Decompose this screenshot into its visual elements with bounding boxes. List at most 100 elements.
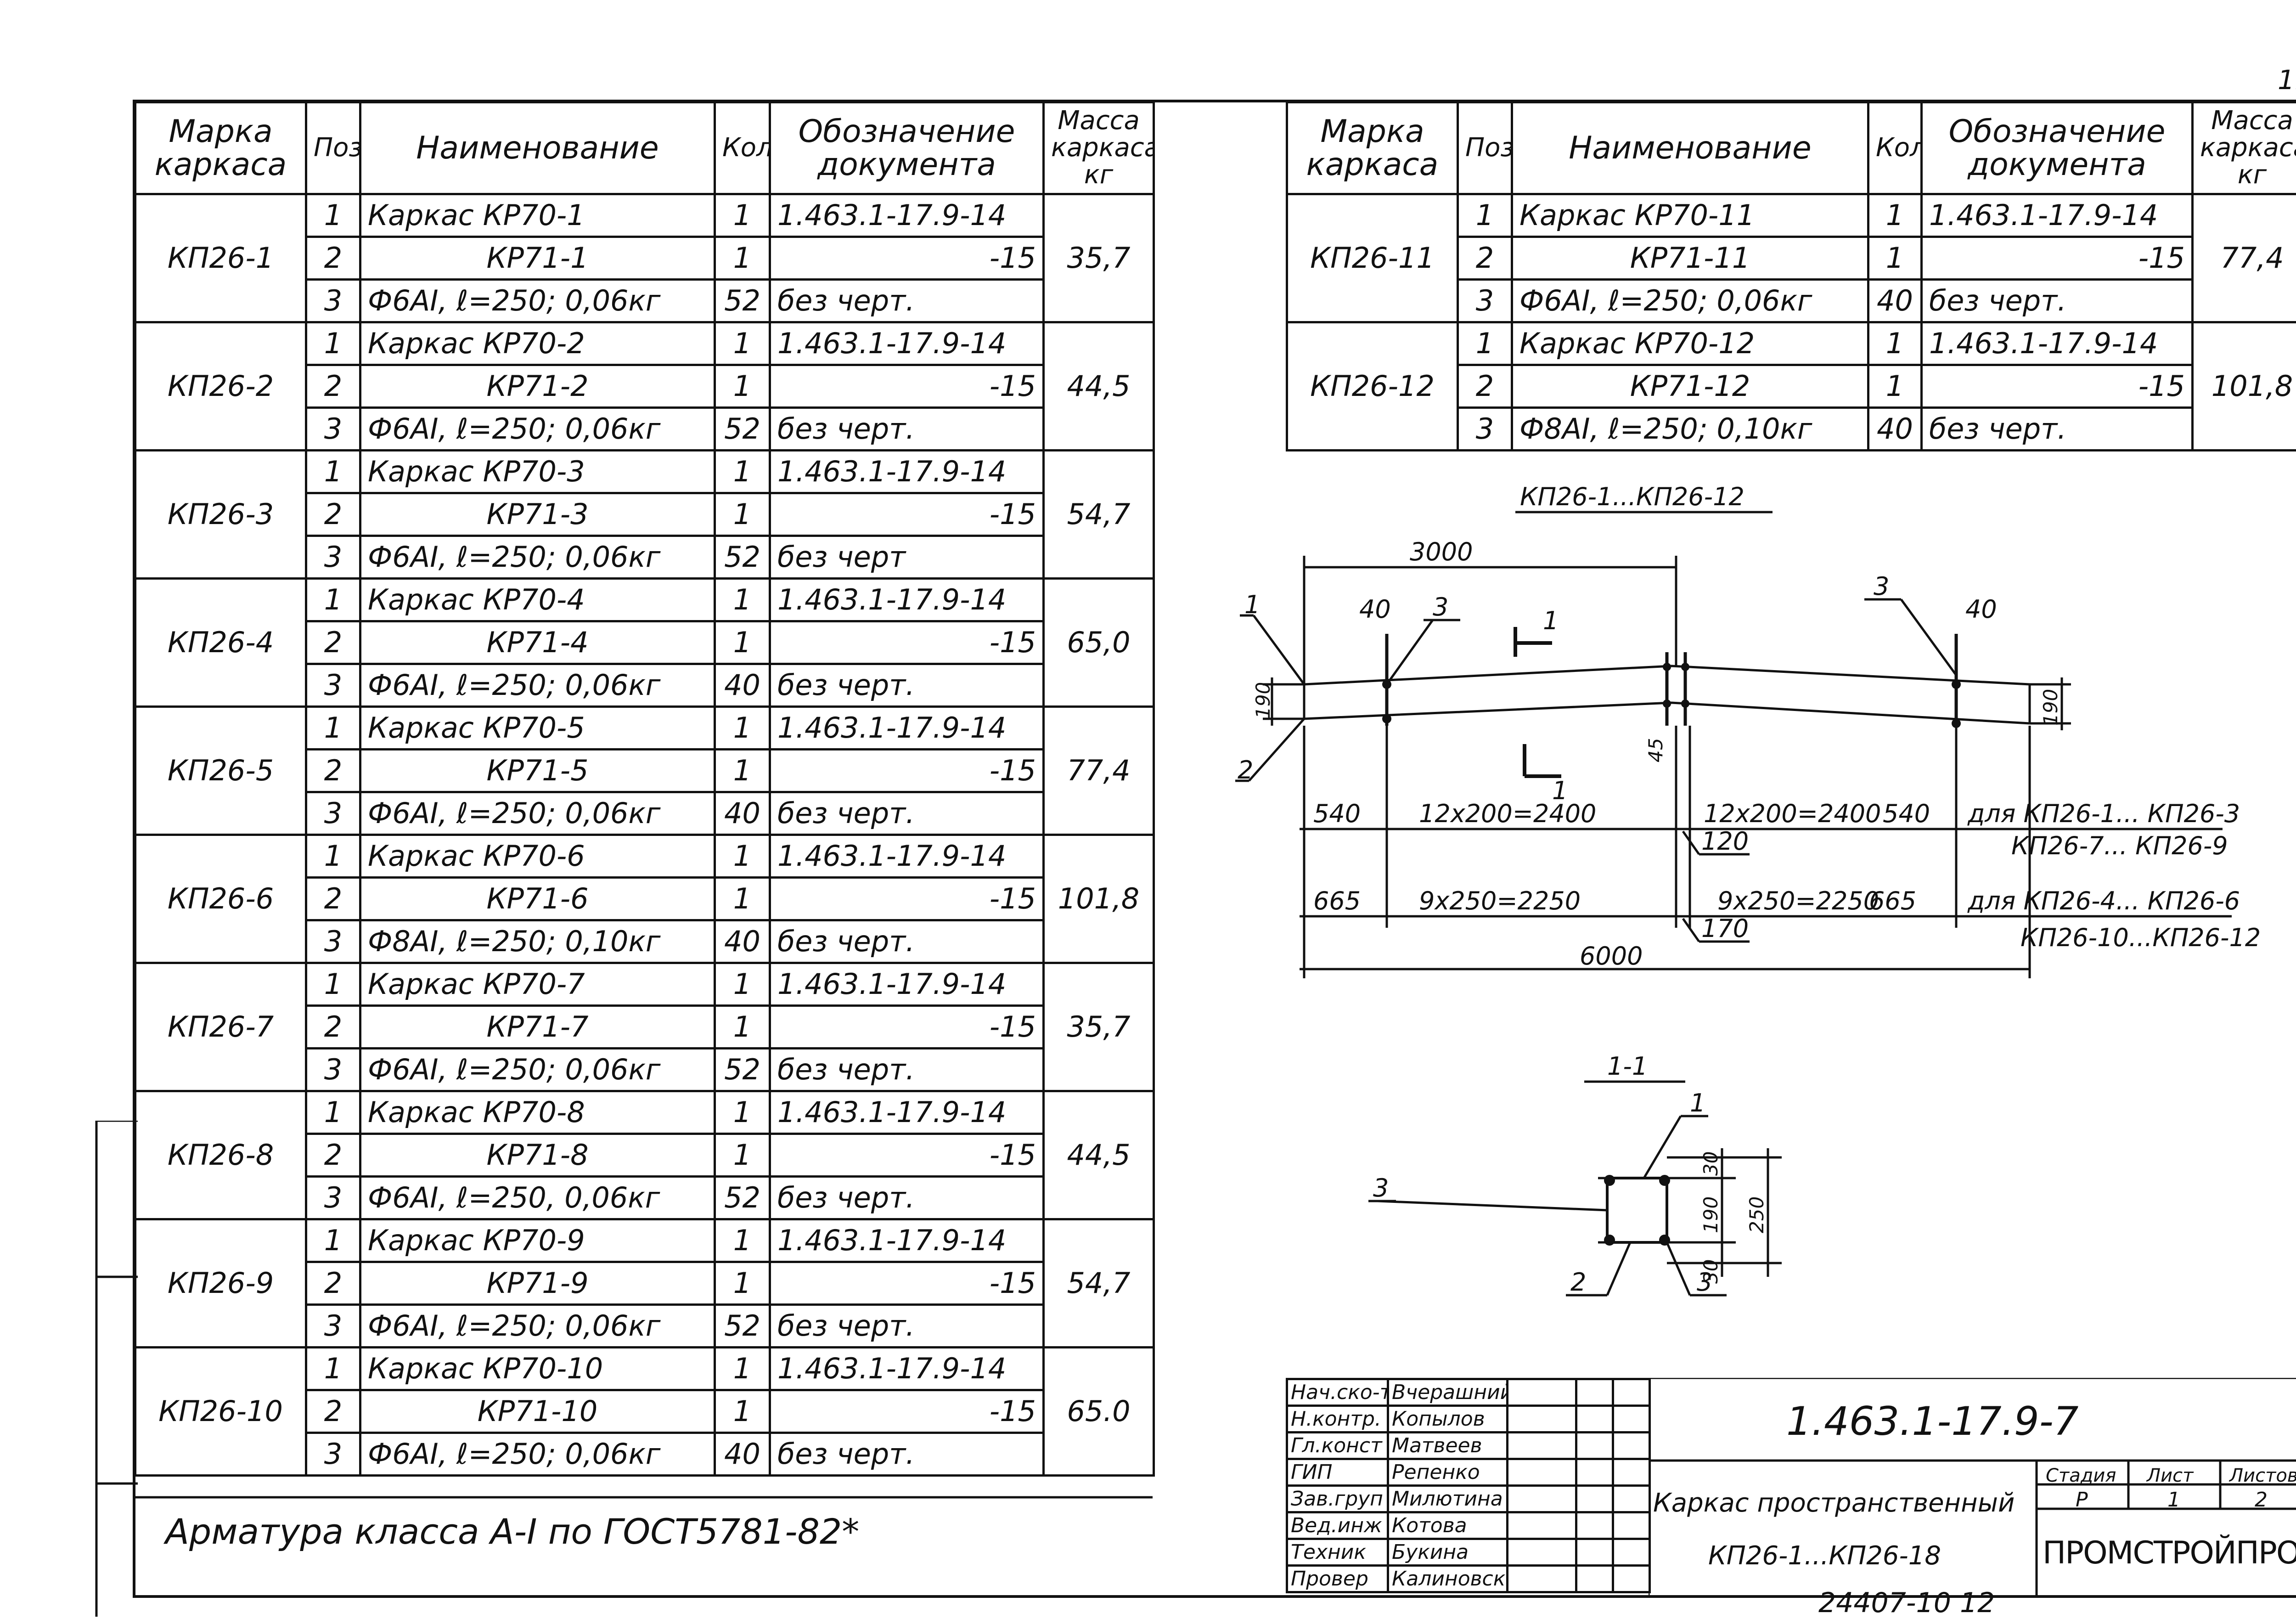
signature-role: Зав.груп (1287, 1486, 1388, 1512)
frame-mass: 101,8 (1044, 835, 1154, 963)
dim-665-left: 665 (1313, 886, 1361, 915)
signature-blank (1613, 1566, 1650, 1592)
name-cell: Ф6АI, ℓ=250; 0,06кг (360, 1433, 715, 1476)
document-cell: 1.463.1-17.9-14 (770, 1348, 1044, 1390)
signature-blank (1576, 1486, 1613, 1512)
note-b1: для КП26-4... КП26-6 (1967, 886, 2240, 915)
document-cell: -15 (770, 1262, 1044, 1305)
name-cell: Ф6АI, ℓ=250; 0,06кг (360, 1049, 715, 1091)
document-cell: без черт. (770, 1177, 1044, 1219)
signature-blank (1576, 1566, 1613, 1592)
signature-blank (1508, 1406, 1576, 1433)
signature-name: Репенко (1388, 1459, 1508, 1486)
position-cell: 2 (1458, 365, 1512, 408)
dim-9x250-right: 9x250=2250 (1717, 886, 1879, 915)
signature-role: ГИП (1287, 1459, 1388, 1486)
signature-blank (1508, 1486, 1576, 1512)
header-name: Наименование (360, 102, 715, 194)
position-cell: 1 (1458, 194, 1512, 237)
document-cell: 1.463.1-17.9-14 (770, 451, 1044, 493)
quantity-cell: 40 (715, 920, 770, 963)
name-cell: Каркас КР70-11 (1512, 194, 1868, 237)
header-mass: Масса каркаса, кг (2193, 102, 2296, 194)
document-cell: без черт (770, 536, 1044, 579)
dim-120: 120 (1701, 827, 1749, 856)
signature-blank (1508, 1433, 1576, 1459)
signature-name: Вчерашний (1388, 1379, 1508, 1406)
name-cell: КР71-6 (360, 878, 715, 920)
position-cell: 2 (306, 365, 360, 408)
position-cell: 2 (306, 1262, 360, 1305)
signature-blank (1508, 1379, 1576, 1406)
signature-blank (1576, 1539, 1613, 1566)
name-cell: Каркас КР70-2 (360, 322, 715, 365)
frame-mass: 44,5 (1044, 322, 1154, 451)
frame-mass: 35,7 (1044, 963, 1154, 1091)
left-spec-table: Марка каркаса Поз. Наименование Кол. Обо… (134, 101, 1155, 1477)
sheet-label: Лист (2147, 1465, 2193, 1486)
signature-blank (1508, 1539, 1576, 1566)
quantity-cell: 1 (1868, 237, 1922, 280)
signature-role: Гл.конст (1287, 1433, 1388, 1459)
dim-540-right: 540 (1883, 799, 1930, 828)
name-cell: Ф6АI, ℓ=250; 0,06кг (360, 792, 715, 835)
reinforcement-note: Арматура класса А-I по ГОСТ5781-82* (165, 1511, 859, 1552)
document-cell: 1.463.1-17.9-14 (770, 579, 1044, 621)
quantity-cell: 1 (715, 365, 770, 408)
frame-mark: КП26-11 (1287, 194, 1458, 322)
signature-role: Вед.инж (1287, 1512, 1388, 1539)
name-cell: Каркас КР70-4 (360, 579, 715, 621)
pos-2-label: 2 (1238, 756, 1253, 784)
quantity-cell: 1 (715, 835, 770, 878)
sheets-label: Листов (2229, 1465, 2296, 1486)
position-cell: 3 (306, 1305, 360, 1348)
sec-pos-3-left: 3 (1373, 1173, 1389, 1202)
note-a2: КП26-7... КП26-9 (2011, 831, 2228, 860)
name-cell: Каркас КР70-8 (360, 1091, 715, 1134)
signature-blank (1613, 1433, 1650, 1459)
name-cell: КР71-12 (1512, 365, 1868, 408)
position-cell: 1 (306, 451, 360, 493)
position-cell: 1 (306, 707, 360, 750)
pos-1-label: 1 (1244, 590, 1260, 619)
sec-dim-250: 250 (1745, 1196, 1768, 1233)
name-cell: Каркас КР70-7 (360, 963, 715, 1006)
position-cell: 1 (306, 963, 360, 1006)
frame-mark: КП26-12 (1287, 322, 1458, 451)
position-cell: 1 (306, 1348, 360, 1390)
position-cell: 1 (306, 194, 360, 237)
dim-170: 170 (1701, 914, 1749, 943)
position-cell: 3 (306, 1177, 360, 1219)
name-cell: Каркас КР70-9 (360, 1219, 715, 1262)
name-cell: Ф6АI, ℓ=250; 0,06кг (360, 280, 715, 322)
quantity-cell: 40 (715, 1433, 770, 1476)
position-cell: 2 (306, 1390, 360, 1433)
title-line-1: Каркас пространственный (1653, 1488, 2015, 1518)
sec-pos-2: 2 (1570, 1268, 1586, 1297)
designation: 1.463.1-17.9-7 (1786, 1399, 2079, 1444)
stage-label: Стадия (2046, 1465, 2116, 1486)
frame-mark: КП26-2 (135, 322, 306, 451)
quantity-cell: 52 (715, 1305, 770, 1348)
quantity-cell: 1 (715, 1262, 770, 1305)
quantity-cell: 1 (1868, 365, 1922, 408)
name-cell: Ф6АI, ℓ=250; 0,06кг (360, 408, 715, 451)
position-cell: 3 (306, 792, 360, 835)
signature-blank (1613, 1459, 1650, 1486)
quantity-cell: 52 (715, 1049, 770, 1091)
name-cell: Ф6АI, ℓ=250; 0,06кг (1512, 280, 1868, 322)
position-cell: 2 (306, 237, 360, 280)
position-cell: 2 (306, 878, 360, 920)
document-cell: -15 (770, 365, 1044, 408)
name-cell: КР71-4 (360, 621, 715, 664)
frame-mass: 54,7 (1044, 451, 1154, 579)
quantity-cell: 1 (715, 194, 770, 237)
